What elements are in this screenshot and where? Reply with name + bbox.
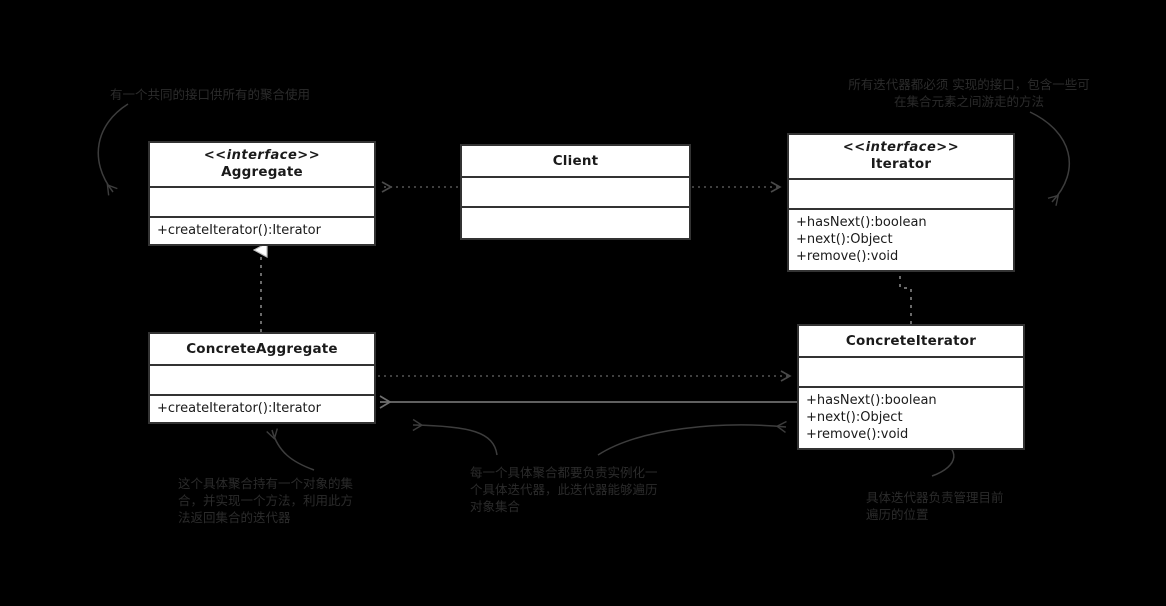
- class-name-label: ConcreteAggregate: [186, 341, 338, 357]
- class-box-iterator[interactable]: <<interface>> Iterator +hasNext():boolea…: [787, 133, 1015, 272]
- class-name-label: Iterator: [870, 156, 932, 172]
- note-factory: 每一个具体聚合都要负责实例化一 个具体迭代器，此迭代器能够遍历 对象集合: [470, 464, 690, 515]
- note-leader-factory-right: [597, 425, 786, 456]
- class-attributes-concrete-iterator: [799, 358, 1023, 388]
- note-line: 对象集合: [470, 499, 521, 514]
- class-box-concrete-iterator[interactable]: ConcreteIterator +hasNext():boolean +nex…: [797, 324, 1025, 450]
- note-concrete-iterator: 具体迭代器负责管理目前 遍历的位置: [866, 489, 1066, 523]
- class-name-label: Aggregate: [221, 164, 303, 180]
- note-line: 在集合元素之间游走的方法: [893, 94, 1044, 109]
- class-attributes-iterator: [789, 180, 1013, 210]
- note-line: 法返回集合的迭代器: [178, 510, 291, 525]
- class-title-iterator: <<interface>> Iterator: [789, 135, 1013, 180]
- class-title-aggregate: <<interface>> Aggregate: [150, 143, 374, 188]
- class-box-aggregate[interactable]: <<interface>> Aggregate +createIterator(…: [148, 141, 376, 246]
- class-attributes-aggregate: [150, 188, 374, 218]
- class-operations-concrete-aggregate: +createIterator():Iterator: [150, 396, 374, 422]
- note-line: 合，并实现一个方法，利用此方: [178, 493, 354, 508]
- operation-item: +createIterator():Iterator: [157, 223, 321, 238]
- class-attributes-client: [462, 178, 689, 208]
- class-operations-iterator: +hasNext():boolean +next():Object +remov…: [789, 210, 1013, 270]
- class-name-label: Client: [552, 153, 599, 169]
- operation-item: +remove():void: [796, 249, 899, 264]
- class-title-concrete-iterator: ConcreteIterator: [799, 326, 1023, 358]
- note-leader-iterator: [1029, 111, 1070, 202]
- note-line: 这个具体聚合持有一个对象的集: [178, 476, 354, 491]
- note-line: 具体迭代器负责管理目前: [866, 490, 1004, 505]
- note-aggregate: 有一个共同的接口供所有的聚合使用: [110, 86, 410, 103]
- note-concrete-aggregate: 这个具体聚合持有一个对象的集 合，并实现一个方法，利用此方 法返回集合的迭代器: [178, 475, 388, 526]
- class-title-concrete-aggregate: ConcreteAggregate: [150, 334, 374, 366]
- class-operations-concrete-iterator: +hasNext():boolean +next():Object +remov…: [799, 388, 1023, 448]
- class-name-label: ConcreteIterator: [845, 333, 977, 349]
- note-line: 所有迭代器都必须 实现的接口，包含一些可: [848, 77, 1090, 92]
- note-line: 个具体迭代器，此迭代器能够遍历: [470, 482, 658, 497]
- operation-item: +hasNext():boolean: [806, 393, 937, 408]
- class-operations-client: [462, 208, 689, 238]
- note-leader-aggregate: [97, 103, 129, 192]
- note-line: 遍历的位置: [866, 507, 929, 522]
- operation-item: +hasNext():boolean: [796, 215, 927, 230]
- note-line: 每一个具体聚合都要负责实例化一: [470, 465, 658, 480]
- class-operations-aggregate: +createIterator():Iterator: [150, 218, 374, 244]
- note-leader-factory-left: [413, 425, 498, 456]
- note-line: 有一个共同的接口供所有的聚合使用: [110, 87, 311, 102]
- class-box-concrete-aggregate[interactable]: ConcreteAggregate +createIterator():Iter…: [148, 332, 376, 424]
- class-title-client: Client: [462, 146, 689, 178]
- note-iterator: 所有迭代器都必须 实现的接口，包含一些可 在集合元素之间游走的方法: [838, 76, 1100, 110]
- operation-item: +next():Object: [806, 410, 903, 425]
- note-leader-concrete-aggregate: [272, 430, 315, 471]
- operation-item: +remove():void: [806, 427, 909, 442]
- stereotype-label: <<interface>>: [842, 140, 960, 155]
- class-box-client[interactable]: Client: [460, 144, 691, 240]
- stereotype-label: <<interface>>: [203, 148, 321, 163]
- operation-item: +next():Object: [796, 232, 893, 247]
- operation-item: +createIterator():Iterator: [157, 401, 321, 416]
- class-attributes-concrete-aggregate: [150, 366, 374, 396]
